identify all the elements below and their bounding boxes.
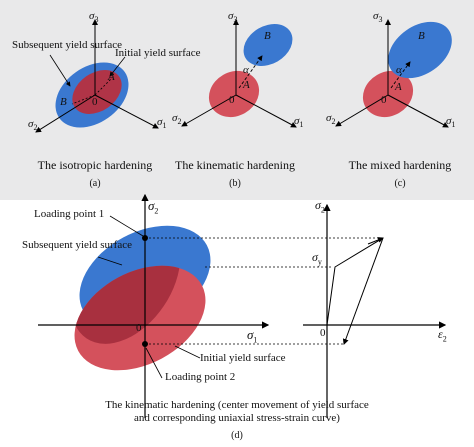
panel-d-left-y-axis-label: σ2 — [148, 198, 159, 216]
panel-c-sigma1-label: σ1 — [446, 115, 456, 130]
panel-a-origin: 0 — [92, 96, 98, 108]
panel-c-sigma2-label: σ2 — [326, 112, 336, 127]
panel-d-subsequent-label: Subsequent yield surface — [22, 239, 132, 251]
panel-b-point-b: B — [264, 30, 271, 42]
panel-b-origin: 0 — [229, 94, 235, 106]
panel-a-subsequent-label: Subsequent yield surface — [12, 39, 122, 51]
panel-c-sigma3-label: σ3 — [373, 10, 383, 25]
panel-b-sigma3-label: σ3 — [228, 10, 238, 25]
loading-point-1-label: Loading point 1 — [34, 208, 105, 220]
panel-c-diagram — [335, 19, 452, 128]
panel-d-caption-line1: The kinematic hardening (center movement… — [105, 399, 369, 411]
panel-b-caption: The kinematic hardening — [175, 158, 295, 172]
panel-d-right-x-axis-label: ε2 — [438, 327, 447, 344]
panel-d-left-diagram — [38, 193, 383, 418]
panel-c-caption: The mixed hardening — [348, 158, 452, 172]
panel-d-left-x-axis-label: σ1 — [247, 327, 258, 345]
stress-strain-curve — [326, 237, 384, 326]
panel-d-right-diagram — [303, 203, 447, 418]
panel-a-sublabel: (a) — [89, 178, 101, 189]
panel-d-caption: The kinematic hardening (center movement… — [57, 399, 417, 425]
panel-b-diagram — [181, 19, 297, 128]
panel-a-diagram — [35, 19, 159, 133]
panel-d-sublabel: (d) — [231, 430, 243, 441]
subsequent-yield-surface-c — [388, 21, 452, 79]
panel-a-point-a: A — [108, 71, 115, 83]
panel-c-alpha: α — [396, 64, 402, 76]
initial-yield-surface-b — [208, 70, 260, 118]
panel-d-right-y-axis-label: σ2 — [315, 198, 325, 215]
panel-b-sigma1-label: σ1 — [294, 115, 304, 130]
panel-d-left-origin: 0 — [136, 322, 142, 334]
panel-a-sigma3-label: σ3 — [89, 10, 99, 25]
panel-a-sigma1-label: σ1 — [157, 116, 167, 131]
panel-c-origin: 0 — [381, 94, 387, 106]
panel-d-caption-line2: and corresponding uniaxial stress-strain… — [134, 412, 340, 424]
panel-a-caption: The isotropic hardening — [37, 158, 153, 172]
panel-d-initial-label: Initial yield surface — [200, 352, 286, 364]
subsequent-yield-surface-b — [243, 24, 293, 66]
panel-a-point-b: B — [60, 96, 67, 108]
panel-a-sigma2-label: σ2 — [28, 118, 38, 133]
sigma-y-label: σy — [312, 250, 322, 267]
panel-a-initial-label: Initial yield surface — [115, 47, 201, 59]
panel-b-sublabel: (b) — [229, 178, 241, 189]
panel-c-point-a: A — [395, 81, 402, 93]
panel-b-sigma2-label: σ2 — [172, 112, 182, 127]
loading-point-2-label: Loading point 2 — [165, 371, 236, 383]
panel-d-right-origin: 0 — [320, 327, 326, 339]
panel-c-sublabel: (c) — [394, 178, 406, 189]
panel-b-alpha: α — [243, 64, 249, 76]
panel-c-point-b: B — [418, 30, 425, 42]
panel-b-point-a: A — [243, 79, 250, 91]
